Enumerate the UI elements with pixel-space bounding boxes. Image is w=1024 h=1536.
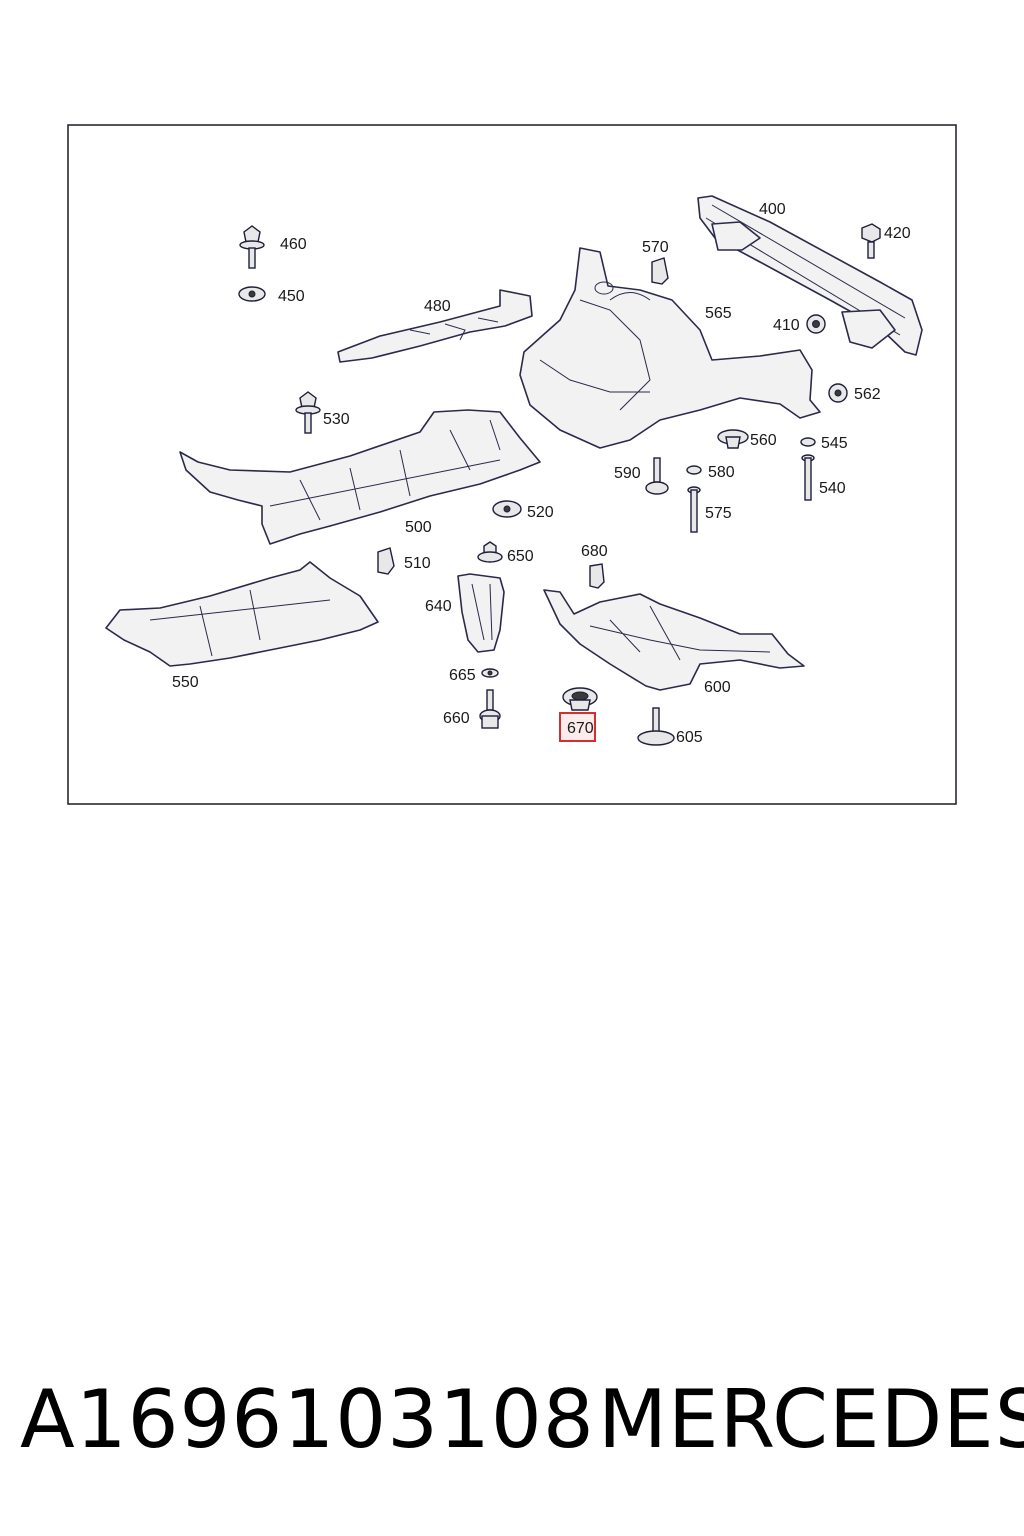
callout-460: 460 — [280, 236, 307, 253]
callout-565: 565 — [705, 305, 732, 322]
highlight-box-670 — [559, 712, 596, 742]
part-460-screw — [239, 225, 265, 269]
part-600-panel — [543, 589, 805, 691]
callout-540: 540 — [819, 480, 846, 497]
callout-600: 600 — [704, 679, 731, 696]
callout-545: 545 — [821, 435, 848, 452]
callout-670: 670 — [567, 720, 594, 737]
callout-480: 480 — [424, 298, 451, 315]
callout-570: 570 — [642, 239, 669, 256]
callout-560: 560 — [750, 432, 777, 449]
callout-450: 450 — [278, 288, 305, 305]
part-650-nut — [477, 541, 503, 563]
part-570-clip — [651, 257, 669, 285]
callout-640: 640 — [425, 598, 452, 615]
callout-520: 520 — [527, 504, 554, 521]
part-680-clip — [589, 563, 605, 589]
part-640-bracket — [457, 573, 505, 653]
part-565-liner — [519, 247, 821, 449]
part-545-washer — [800, 437, 816, 447]
callout-400: 400 — [759, 201, 786, 218]
part-590-bolt — [645, 457, 669, 495]
callout-590: 590 — [614, 465, 641, 482]
part-420-bolt — [861, 223, 881, 259]
footer: A1696103108 MERCEDES — [0, 1370, 1024, 1480]
callout-575: 575 — [705, 505, 732, 522]
callout-550: 550 — [172, 674, 199, 691]
callout-562: 562 — [854, 386, 881, 403]
part-560-clip — [717, 429, 749, 449]
part-480-bracket — [337, 289, 533, 363]
part-575-screw — [687, 486, 701, 533]
part-670-grommet — [562, 687, 598, 711]
callout-605: 605 — [676, 729, 703, 746]
part-530-screw — [295, 391, 321, 434]
part-562-nut — [828, 383, 848, 403]
part-500-panel — [179, 409, 541, 545]
callout-530: 530 — [323, 411, 350, 428]
callout-650: 650 — [507, 548, 534, 565]
part-520-clip — [492, 500, 522, 518]
part-540-screw — [801, 454, 815, 501]
part-550-panel — [105, 561, 379, 667]
part-number: A1696103108 — [20, 1373, 595, 1466]
callout-580: 580 — [708, 464, 735, 481]
callout-680: 680 — [581, 543, 608, 560]
part-450-clip — [238, 286, 266, 302]
part-660-bolt — [479, 689, 501, 729]
part-605-screw — [637, 707, 675, 746]
callout-500: 500 — [405, 519, 432, 536]
callout-660: 660 — [443, 710, 470, 727]
callout-410: 410 — [773, 317, 800, 334]
callout-665: 665 — [449, 667, 476, 684]
callout-420: 420 — [884, 225, 911, 242]
callout-510: 510 — [404, 555, 431, 572]
part-510-clip — [377, 547, 395, 575]
brand-name: MERCEDES — [598, 1373, 1024, 1466]
part-665-washer — [481, 668, 499, 678]
part-580-washer — [686, 465, 702, 475]
part-400-crossmember — [697, 195, 923, 356]
part-410-nut — [806, 314, 826, 334]
